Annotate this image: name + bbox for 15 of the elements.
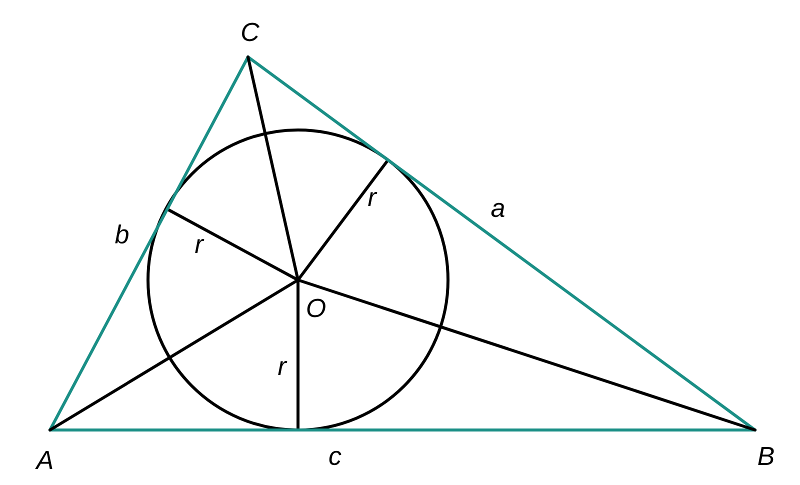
triangle-side — [48, 56, 250, 432]
triangle-side — [48, 428, 756, 432]
vertex-label: C — [242, 22, 260, 42]
radius-label: r — [278, 361, 288, 375]
radius-label: r — [195, 239, 204, 253]
side-label: c — [329, 450, 342, 466]
vertex-label: B — [758, 447, 774, 465]
side-label: a — [491, 202, 504, 218]
bisector-line — [48, 278, 300, 432]
vertex-label: A — [35, 451, 52, 469]
vertex-label: O — [307, 298, 326, 318]
triangle-side — [246, 56, 756, 432]
side-label: b — [115, 224, 128, 244]
bisector-line — [296, 278, 756, 432]
radius-label: r — [368, 192, 378, 206]
